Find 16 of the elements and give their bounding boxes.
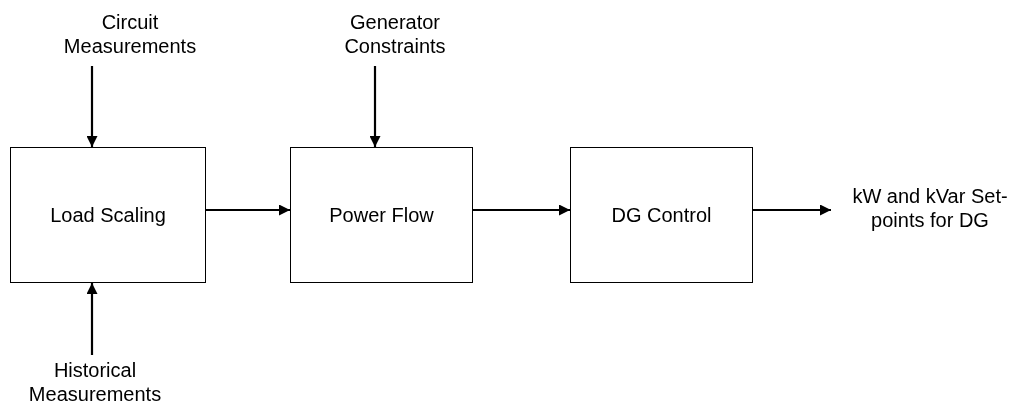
process-box	[290, 147, 473, 283]
process-box	[10, 147, 206, 283]
arrow	[86, 283, 98, 355]
node-text: Circuit Measurements	[62, 10, 198, 58]
node-text: Historical Measurements	[27, 358, 163, 406]
arrow	[473, 204, 570, 216]
arrow	[86, 66, 98, 147]
node-text: DG Control	[611, 203, 712, 227]
arrow	[753, 204, 831, 216]
arrow	[369, 66, 381, 147]
process-box	[570, 147, 753, 283]
node-text: kW and kVar Set-points for DG	[851, 184, 1009, 232]
node-text: Load Scaling	[50, 203, 166, 227]
arrow	[206, 204, 290, 216]
node-text: Generator Constraints	[343, 10, 447, 58]
node-text: Power Flow	[329, 203, 434, 227]
